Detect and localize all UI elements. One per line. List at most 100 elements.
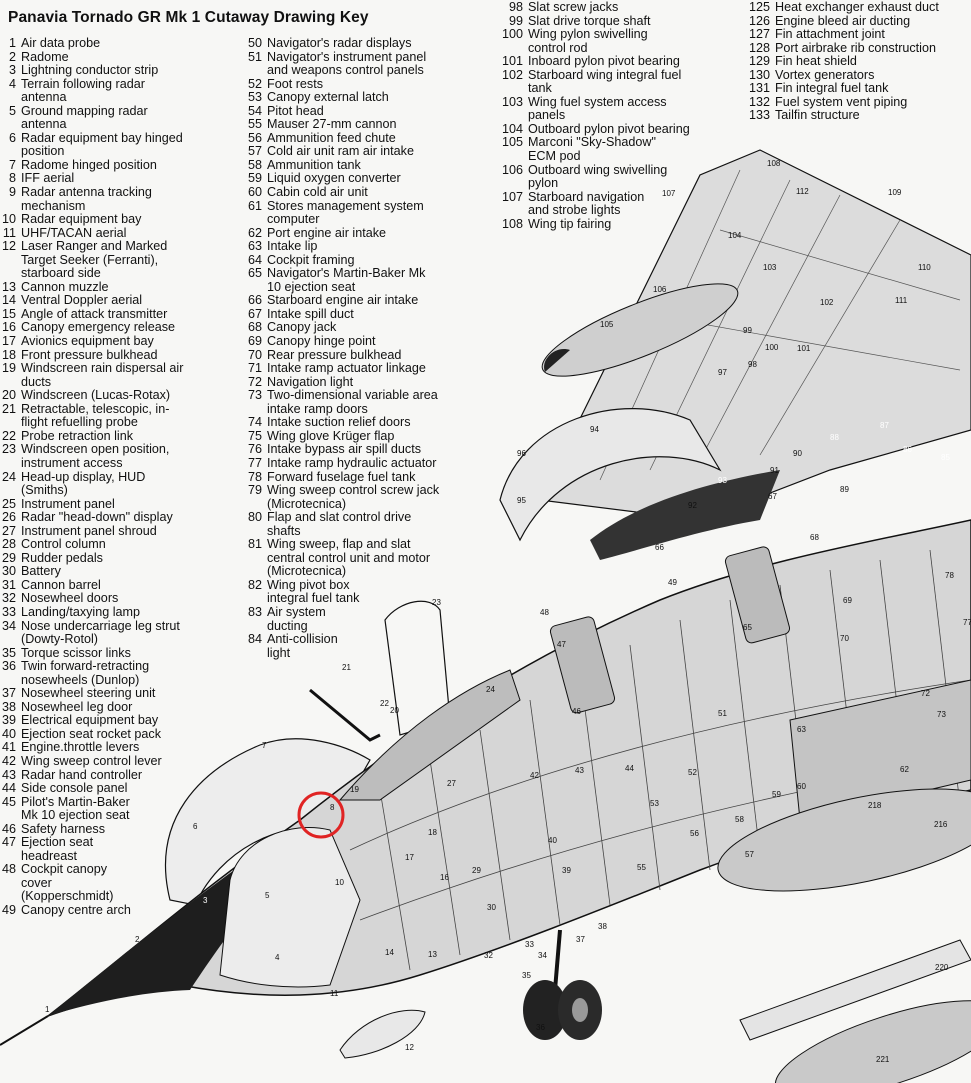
callout-number: 16 <box>440 873 449 882</box>
key-number: 9 <box>8 185 16 200</box>
callout-number: 94 <box>590 425 599 434</box>
internal-frames <box>349 549 971 971</box>
callout-number: 110 <box>918 263 931 272</box>
callout-number: 21 <box>342 663 351 672</box>
callout-number: 97 <box>718 368 727 377</box>
canopy-shadow <box>590 470 780 560</box>
key-label: Terrain following radar antenna <box>21 76 145 105</box>
key-label: Fin attachment joint <box>775 27 885 42</box>
key-number: 107 <box>501 189 523 204</box>
callout-number: 60 <box>797 782 806 791</box>
callout-number: 100 <box>765 343 779 352</box>
key-number: 14 <box>1 293 16 308</box>
key-label: Pitot head <box>267 103 324 118</box>
callout-number: 105 <box>600 320 614 329</box>
key-number: 79 <box>247 483 262 498</box>
key-number: 74 <box>247 415 262 430</box>
key-label: Intake ramp hydraulic actuator <box>267 455 437 470</box>
key-number: 5 <box>8 103 16 118</box>
callout-number: 53 <box>650 799 659 808</box>
key-label: Radar hand controller <box>21 767 143 782</box>
callout-number: 109 <box>888 188 902 197</box>
key-label: Cockpit canopy cover (Kopperschmidt) <box>21 862 114 904</box>
key-number: 61 <box>247 198 262 213</box>
air-data-probe <box>0 1015 49 1046</box>
key-label: Radome hinged position <box>21 157 157 172</box>
key-label: Fin heat shield <box>775 54 857 69</box>
key-label: Marconi "Sky-Shadow" ECM pod <box>528 135 656 164</box>
key-label: Canopy external latch <box>267 90 389 105</box>
key-number: 125 <box>748 0 770 14</box>
key-label: Cabin cold air unit <box>267 185 368 200</box>
key-label: Rudder pedals <box>21 550 103 565</box>
key-number: 23 <box>1 442 16 457</box>
key-number: 34 <box>1 618 16 633</box>
callout-number: 55 <box>637 863 646 872</box>
key-number: 2 <box>8 49 16 64</box>
key-number: 8 <box>8 171 16 186</box>
key-number: 54 <box>247 103 262 118</box>
pilot-ejection-seat <box>549 616 616 714</box>
key-label: Angle of attack transmitter <box>21 306 168 321</box>
key-label: Cannon barrel <box>21 577 101 592</box>
callout-number: 13 <box>428 950 437 959</box>
callout-number: 101 <box>797 344 811 353</box>
fuel-tank-lower <box>774 1000 971 1083</box>
callout-number: 2 <box>135 935 140 944</box>
callout-number: 95 <box>517 496 526 505</box>
key-label: Wing fuel system access panels <box>528 94 667 123</box>
callout-number: 89 <box>840 485 849 494</box>
callout-number: 108 <box>767 159 781 168</box>
key-number: 47 <box>1 835 16 850</box>
callout-number: 59 <box>772 790 781 799</box>
callout-number: 69 <box>843 596 852 605</box>
key-number: 6 <box>8 130 16 145</box>
key-number: 40 <box>1 726 16 741</box>
key-label: Engine.throttle levers <box>21 740 140 755</box>
callout-number: 67 <box>768 492 777 501</box>
callout-number: 42 <box>530 771 539 780</box>
key-label: Navigator's Martin-Baker Mk 10 ejection … <box>267 266 426 294</box>
key-label: Stores management system computer <box>267 198 424 227</box>
key-number: 42 <box>1 753 16 768</box>
key-label: Head-up display, HUD (Smiths) <box>21 469 146 498</box>
key-number: 103 <box>501 94 523 109</box>
key-label: Foot rests <box>267 76 323 91</box>
key-item: 103 Wing fuel system access panels <box>495 94 690 123</box>
callout-number: 72 <box>921 689 930 698</box>
key-label: Front pressure bulkhead <box>21 347 158 362</box>
key-label: Forward fuselage fuel tank <box>267 469 416 484</box>
key-number: 73 <box>247 388 262 403</box>
